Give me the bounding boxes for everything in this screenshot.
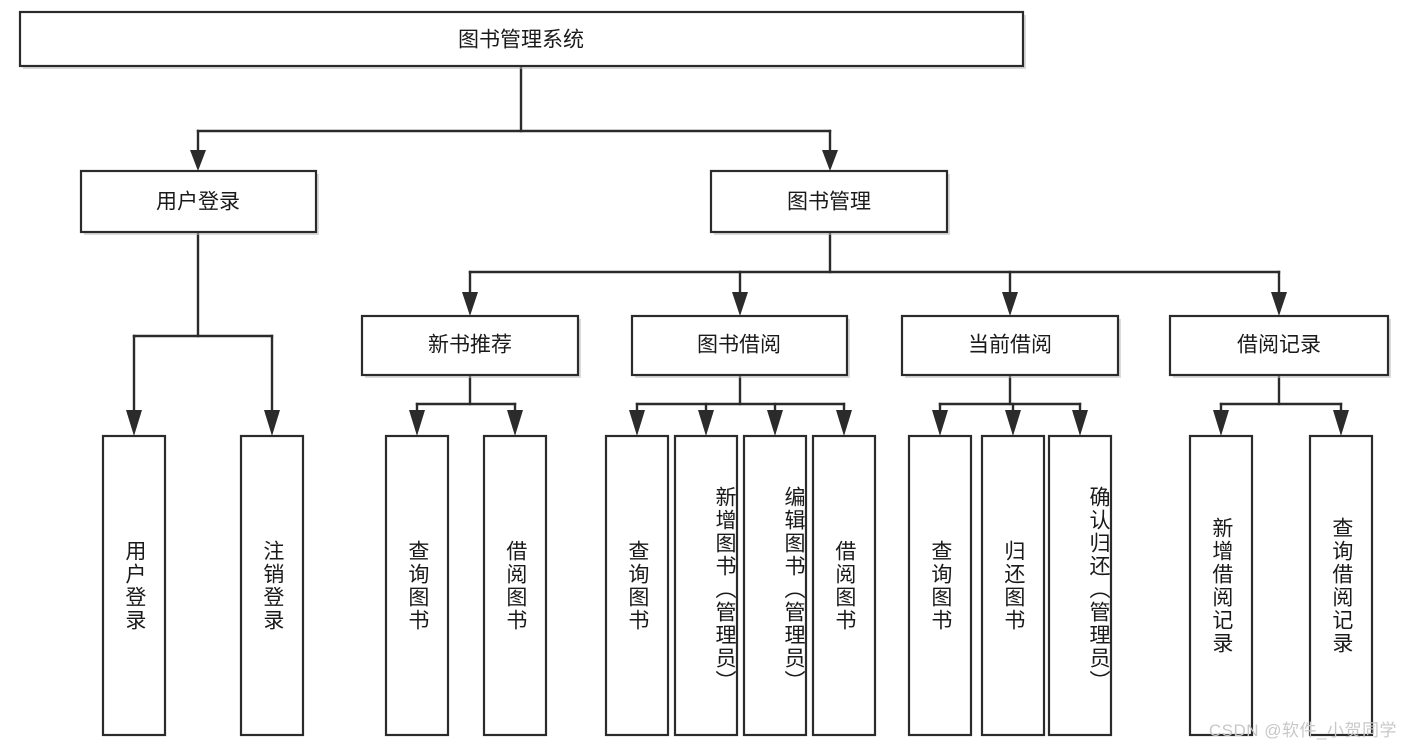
- node-leaf-query-record-box[interactable]: [1308, 434, 1374, 737]
- arrowhead-leaf-add-record: [1213, 410, 1229, 436]
- node-root-label: 图书管理系统: [458, 29, 584, 52]
- node-leaf-borrow-book-rec-box[interactable]: [482, 434, 548, 737]
- arrowhead-user-login: [190, 150, 206, 171]
- arrowhead-leaf-query-record: [1333, 410, 1349, 436]
- node-new-book-recommend-box[interactable]: [360, 314, 580, 377]
- node-leaf-logout-box[interactable]: [239, 434, 305, 737]
- node-leaf-borrow-book-box[interactable]: [811, 434, 877, 737]
- arrowhead-leaf-borrow-book-rec: [507, 410, 523, 436]
- arrowhead-leaf-query-book-cur: [932, 410, 948, 436]
- node-root-box[interactable]: [18, 10, 1025, 68]
- node-borrow-record-label: 借阅记录: [1237, 334, 1321, 357]
- arrowhead-book-borrow: [732, 292, 748, 316]
- node-leaf-query-book-cur-box[interactable]: [907, 434, 973, 737]
- node-book-borrow-label: 图书借阅: [697, 334, 781, 357]
- arrowhead-leaf-query-book-rec: [409, 410, 425, 436]
- watermark-text: CSDN @软件_小贺同学: [1208, 721, 1397, 740]
- node-borrow-record-box[interactable]: [1168, 314, 1390, 377]
- node-book-manage-label: 图书管理: [787, 191, 871, 214]
- node-leaf-add-record-box[interactable]: [1188, 434, 1254, 737]
- arrowhead-leaf-return-book: [1005, 410, 1021, 436]
- arrowhead-leaf-user-login: [126, 410, 142, 436]
- node-leaf-query-book-borrow-box[interactable]: [604, 434, 670, 737]
- arrowhead-borrow-record: [1271, 292, 1287, 316]
- arrowhead-leaf-add-book: [698, 410, 714, 436]
- connector-layer: [126, 64, 1349, 436]
- node-book-manage-box[interactable]: [709, 169, 949, 234]
- node-current-borrow-label: 当前借阅: [968, 334, 1052, 357]
- node-book-borrow-box[interactable]: [630, 314, 849, 377]
- arrowhead-leaf-confirm-return: [1072, 410, 1088, 436]
- arrowhead-new-book-recommend: [462, 292, 478, 316]
- node-leaf-confirm-return-box[interactable]: [1047, 434, 1113, 737]
- node-leaf-return-book-box[interactable]: [980, 434, 1046, 737]
- node-layer: 图书管理系统 用户登录 图书管理 新书推荐 图书借阅 当前借阅 借阅记录: [18, 10, 1391, 737]
- arrowhead-leaf-query-book-borrow: [629, 410, 645, 436]
- node-current-borrow-box[interactable]: [900, 314, 1120, 377]
- arrowhead-book-manage: [822, 150, 838, 171]
- node-user-login-label: 用户登录: [156, 191, 240, 214]
- arrowhead-leaf-edit-book: [767, 410, 783, 436]
- node-leaf-user-login-box[interactable]: [101, 434, 167, 737]
- node-new-book-recommend-label: 新书推荐: [428, 334, 512, 357]
- node-leaf-edit-book-box[interactable]: [742, 434, 808, 737]
- arrowhead-leaf-logout: [264, 410, 280, 436]
- node-leaf-query-book-rec-box[interactable]: [384, 434, 450, 737]
- arrowhead-current-borrow: [1002, 292, 1018, 316]
- node-user-login-box[interactable]: [79, 169, 318, 234]
- node-leaf-add-book-box[interactable]: [673, 434, 739, 737]
- arrowhead-leaf-borrow-book: [836, 410, 852, 436]
